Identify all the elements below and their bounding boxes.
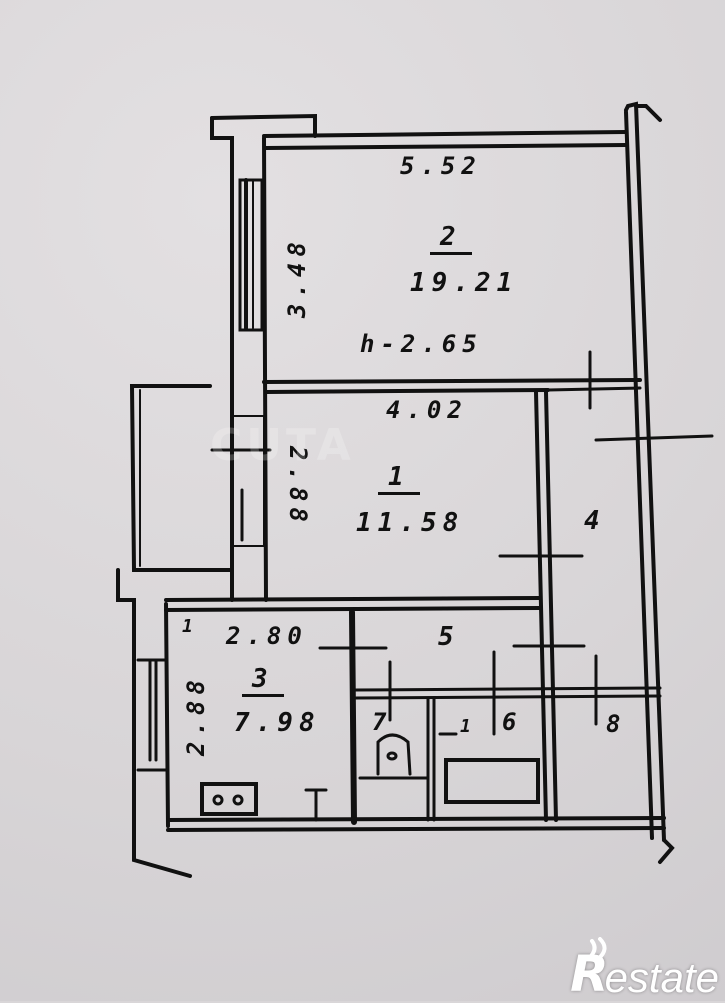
- room-1-area: 11.58: [356, 508, 465, 538]
- room-8-number: 8: [606, 710, 627, 738]
- room-3-area: 7.98: [234, 708, 321, 738]
- room-5-number: 5: [438, 622, 460, 652]
- room-3-width: 2.80: [226, 622, 308, 650]
- room-2-area: 19.21: [410, 268, 519, 298]
- room-1-number: 1: [378, 462, 420, 495]
- room-2-ceiling-height: h-2.65: [360, 330, 483, 358]
- room-2-width: 5.52: [400, 152, 482, 180]
- room-3-length: 2.88: [182, 674, 210, 756]
- room-6-number: 6: [502, 708, 523, 736]
- room-2-number: 2: [430, 222, 472, 255]
- room-1-width: 4.02: [386, 396, 468, 424]
- bath-mark: 1: [460, 716, 477, 737]
- room-3-side-mark: 1: [182, 616, 199, 637]
- logo-text: estate: [604, 954, 719, 1001]
- signal-waves-icon: [588, 937, 607, 961]
- room-7-number: 7: [372, 708, 393, 736]
- watermark: CUTA: [210, 420, 355, 471]
- room-2-length: 3.48: [283, 236, 311, 318]
- restate-logo: R estate: [570, 937, 719, 1001]
- room-3-number: 3: [242, 664, 284, 697]
- room-4-number: 4: [584, 506, 606, 536]
